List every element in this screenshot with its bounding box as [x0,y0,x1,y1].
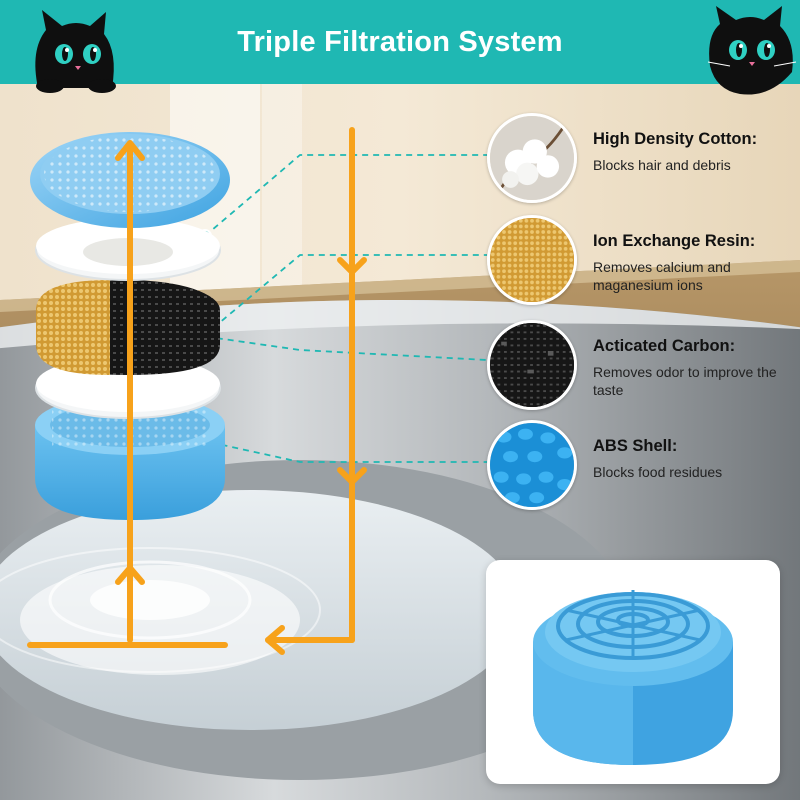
feature-title: Acticated Carbon: [593,337,736,355]
feature-activated-carbon: Acticated Carbon: Removes odor to improv… [487,320,797,416]
carbon-icon [487,320,577,410]
black-cat-right-icon [707,6,797,95]
feature-description: Blocks hair and debris [593,157,731,173]
feature-description: Removes calcium and maganesium ions [593,259,731,293]
resin-icon [487,215,577,305]
feature-abs-shell: ABS Shell: Blocks food residues [487,420,797,516]
assembled-filter-image [533,590,733,765]
feature-high-density-cotton: High Density Cotton: Blocks hair and deb… [487,113,797,209]
feature-title: Ion Exchange Resin: [593,232,756,250]
assembled-filter-inset [486,560,780,784]
abs-pellets-icon [487,420,577,510]
page-title: Triple Filtration System [237,25,563,58]
feature-title: High Density Cotton: [593,130,758,148]
cotton-icon [487,113,577,203]
feature-ion-exchange-resin: Ion Exchange Resin: Removes calcium and … [487,215,797,311]
feature-title: ABS Shell: [593,437,678,455]
feature-description: Blocks food residues [593,464,723,480]
black-cat-left-icon [35,10,116,93]
title-banner: Triple Filtration System [0,0,800,84]
feature-description: Removes odor to improve the taste [593,364,777,398]
